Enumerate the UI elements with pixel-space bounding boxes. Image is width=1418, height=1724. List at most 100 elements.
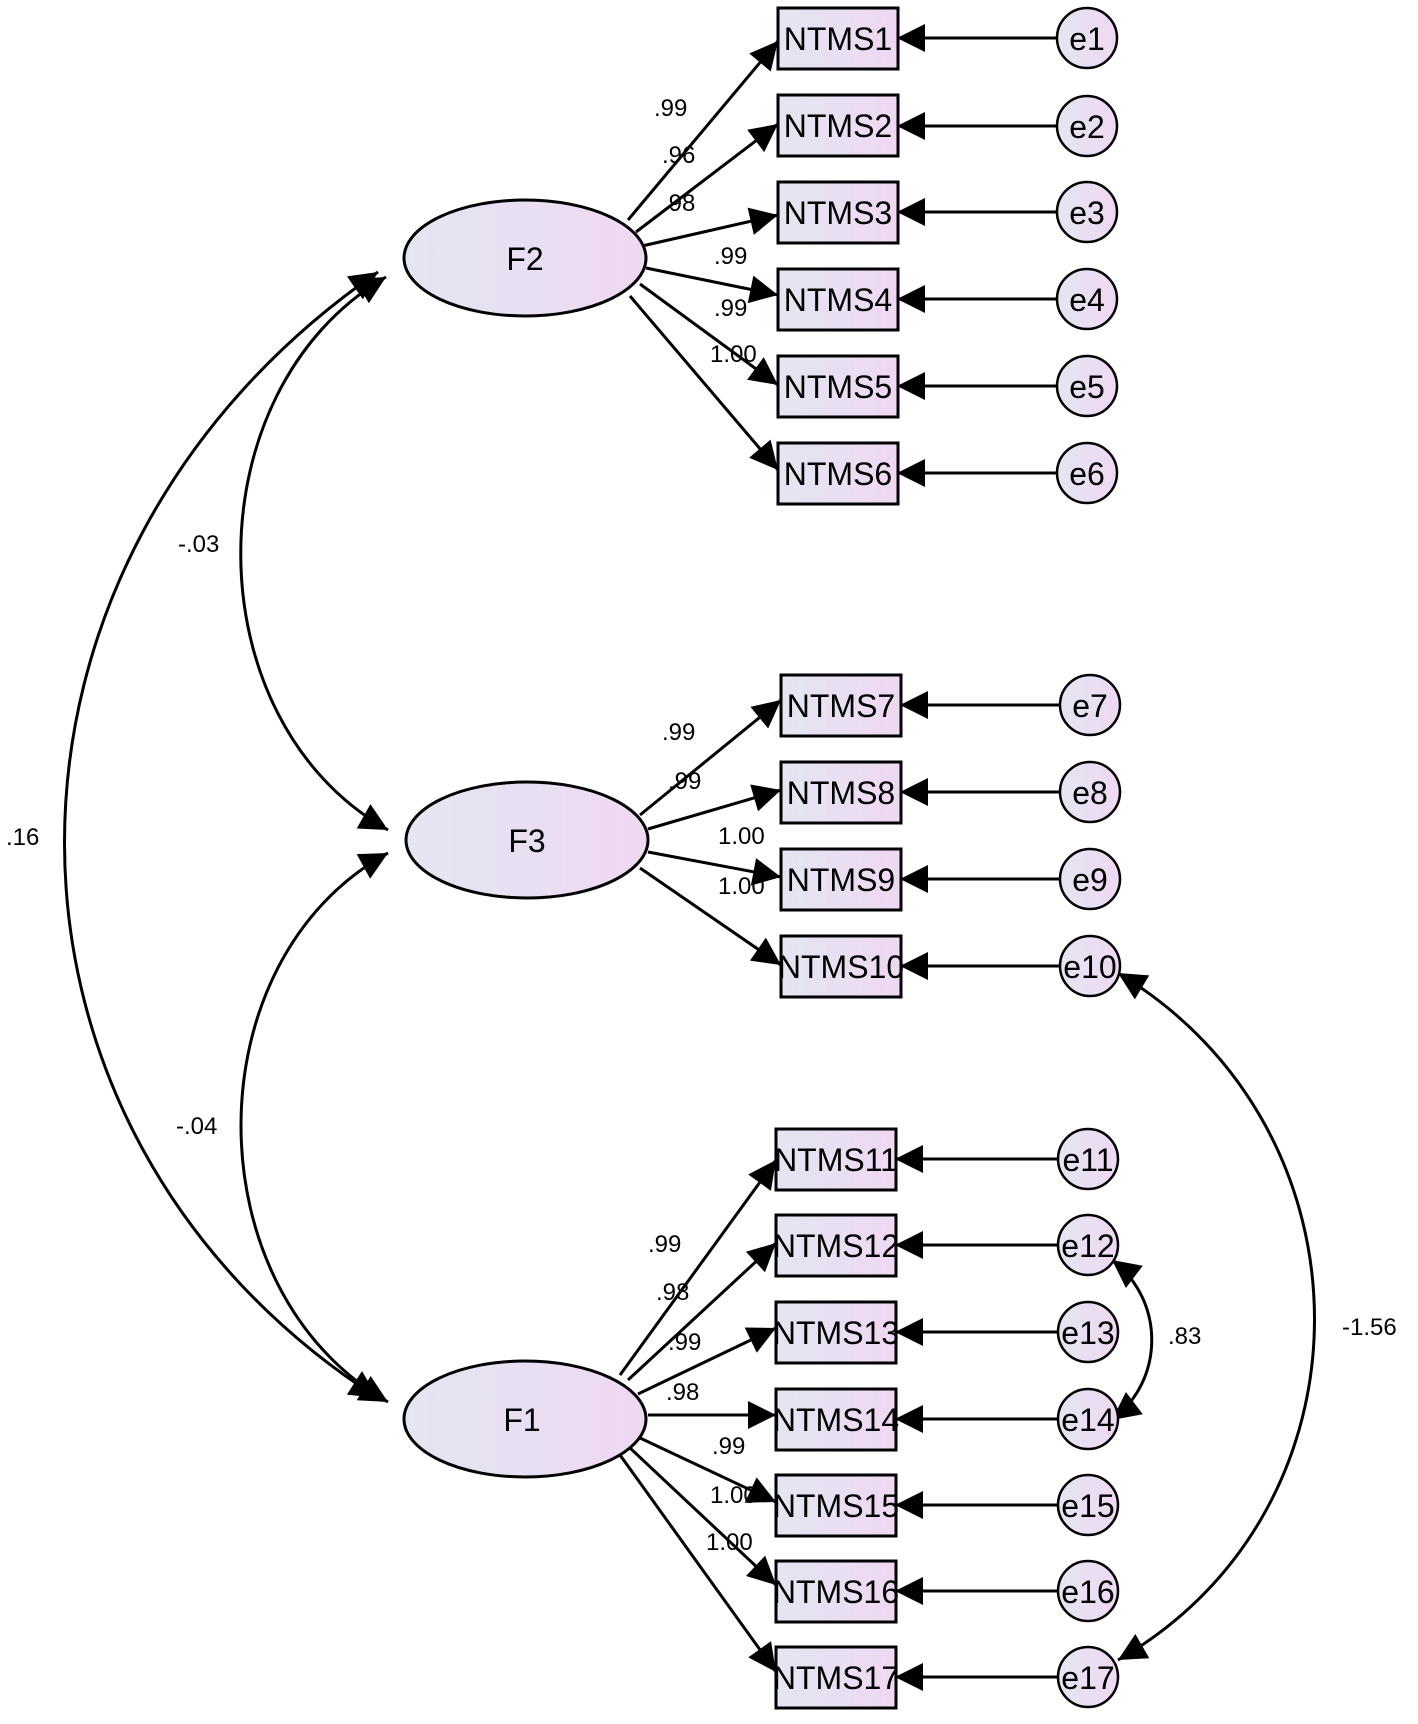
indicator-label-ntms7: NTMS7 [787, 688, 895, 724]
path-f1-ntms15 [639, 1436, 777, 1504]
path-f3-ntms7 [639, 698, 782, 817]
error-e2: e2 [1055, 94, 1119, 158]
covariance-label-e12-e14: .83 [1168, 1323, 1201, 1350]
error-label-e8: e8 [1072, 775, 1108, 811]
indicator-ntms3: NTMS3 [776, 180, 900, 245]
indicator-label-ntms6: NTMS6 [784, 456, 892, 492]
path-f3-ntms9 [647, 850, 782, 886]
loading-label-ntms3: .98 [662, 190, 695, 217]
error-e14: e14 [1056, 1387, 1120, 1451]
error-label-e14: e14 [1061, 1402, 1114, 1438]
loading-label-ntms7: .99 [662, 719, 695, 746]
indicator-ntms8: NTMS8 [779, 760, 903, 825]
indicator-label-ntms14: NTMS14 [773, 1402, 899, 1438]
loading-paths [618, 40, 782, 1673]
indicator-label-ntms17: NTMS17 [773, 1660, 899, 1696]
error-label-e3: e3 [1069, 195, 1105, 231]
loading-label-ntms5: .99 [714, 295, 747, 322]
covariance-arc-f2-f3 [239, 275, 389, 832]
path-f1-ntms11 [618, 1159, 778, 1376]
error-label-e10: e10 [1063, 949, 1116, 985]
error-e7: e7 [1058, 673, 1122, 737]
covariance-arc-f2-f1 [63, 270, 379, 1400]
path-f3-ntms8 [647, 784, 782, 831]
covariance-label-f2-f1: .16 [6, 824, 39, 851]
indicator-label-ntms2: NTMS2 [784, 108, 892, 144]
loading-label-ntms1: .99 [654, 95, 687, 122]
covariance-arcs [63, 270, 1316, 1662]
error-e10: e10 [1058, 934, 1122, 998]
loading-label-ntms9: 1.00 [718, 823, 765, 850]
indicator-ntms17: NTMS17 [773, 1645, 899, 1710]
path-f2-ntms6 [628, 295, 780, 471]
indicator-ntms11: NTMS11 [774, 1127, 898, 1192]
loading-label-ntms13: .99 [668, 1329, 701, 1356]
error-label-e15: e15 [1061, 1488, 1114, 1524]
indicator-label-ntms13: NTMS13 [773, 1315, 899, 1351]
error-e9: e9 [1058, 847, 1122, 911]
loading-label-ntms14: .98 [666, 1379, 699, 1406]
indicator-label-ntms16: NTMS16 [773, 1574, 899, 1610]
observed-indicators: NTMS1 NTMS2 NTMS3 NTMS4 NTMS5 NTMS6 NTMS… [773, 6, 904, 1710]
indicator-ntms1: NTMS1 [776, 6, 900, 71]
loading-label-ntms2: .96 [662, 142, 695, 169]
error-e16: e16 [1056, 1559, 1120, 1623]
indicator-ntms14: NTMS14 [773, 1387, 899, 1452]
indicator-label-ntms10: NTMS10 [778, 949, 904, 985]
path-f3-ntms10 [639, 866, 782, 967]
error-e6: e6 [1055, 441, 1119, 505]
path-f2-ntms2 [635, 122, 779, 234]
covariance-label-f3-f1: -.04 [176, 1113, 217, 1140]
error-e3: e3 [1055, 180, 1119, 244]
indicator-ntms12: NTMS12 [773, 1213, 899, 1278]
covariance-arc-e10-e17 [1117, 971, 1316, 1662]
error-e12: e12 [1056, 1213, 1120, 1277]
indicator-ntms4: NTMS4 [776, 267, 900, 332]
error-label-e12: e12 [1061, 1228, 1114, 1264]
error-label-e16: e16 [1061, 1574, 1114, 1610]
latent-factor-f2: F2 [402, 198, 648, 318]
indicator-label-ntms1: NTMS1 [784, 21, 892, 57]
error-paths [895, 24, 1060, 1691]
path-f2-ntms1 [626, 40, 780, 221]
indicator-label-ntms3: NTMS3 [784, 195, 892, 231]
covariance-label-f2-f3: -.03 [178, 531, 219, 558]
error-label-e11: e11 [1062, 1142, 1113, 1178]
loading-label-ntms8: .99 [668, 768, 701, 795]
error-label-e9: e9 [1072, 862, 1108, 898]
error-label-e17: e17 [1061, 1660, 1114, 1696]
indicator-ntms15: NTMS15 [773, 1473, 899, 1538]
error-terms: e1 e2 e3 e4 e5 e6 e7 e8 e9 e10 e11 e12 e… [1055, 6, 1122, 1709]
loading-labels: .99 .96 .98 .99 .99 1.00 .99 .99 1.00 1.… [648, 95, 765, 1556]
path-f1-ntms12 [626, 1241, 778, 1382]
error-label-e7: e7 [1072, 688, 1108, 724]
indicator-label-ntms15: NTMS15 [773, 1488, 899, 1524]
loading-label-ntms10: 1.00 [718, 873, 765, 900]
path-f1-ntms16 [628, 1446, 778, 1587]
covariance-label-e10-e17: -1.56 [1342, 1314, 1397, 1341]
error-e8: e8 [1058, 760, 1122, 824]
error-label-e13: e13 [1061, 1315, 1114, 1351]
latent-label-f1: F1 [503, 1402, 540, 1438]
error-e11: e11 [1056, 1127, 1120, 1191]
indicator-ntms2: NTMS2 [776, 93, 900, 158]
indicator-ntms13: NTMS13 [773, 1300, 899, 1365]
path-f1-ntms17 [618, 1454, 778, 1673]
indicator-ntms6: NTMS6 [776, 441, 900, 506]
loading-label-ntms15: .99 [712, 1433, 745, 1460]
error-e13: e13 [1056, 1300, 1120, 1364]
path-f2-ntms3 [641, 207, 779, 248]
loading-label-ntms6: 1.00 [710, 341, 757, 368]
indicator-label-ntms11: NTMS11 [774, 1142, 898, 1178]
indicator-label-ntms9: NTMS9 [787, 862, 895, 898]
error-label-e2: e2 [1069, 109, 1105, 145]
indicator-label-ntms4: NTMS4 [784, 282, 892, 318]
latent-label-f3: F3 [508, 823, 545, 859]
indicator-ntms5: NTMS5 [776, 354, 900, 419]
indicator-label-ntms8: NTMS8 [787, 775, 895, 811]
path-f2-ntms5 [639, 282, 779, 387]
latent-factor-f1: F1 [402, 1359, 648, 1479]
indicator-label-ntms5: NTMS5 [784, 369, 892, 405]
loading-label-ntms4: .99 [714, 243, 747, 270]
indicator-ntms7: NTMS7 [779, 673, 903, 738]
